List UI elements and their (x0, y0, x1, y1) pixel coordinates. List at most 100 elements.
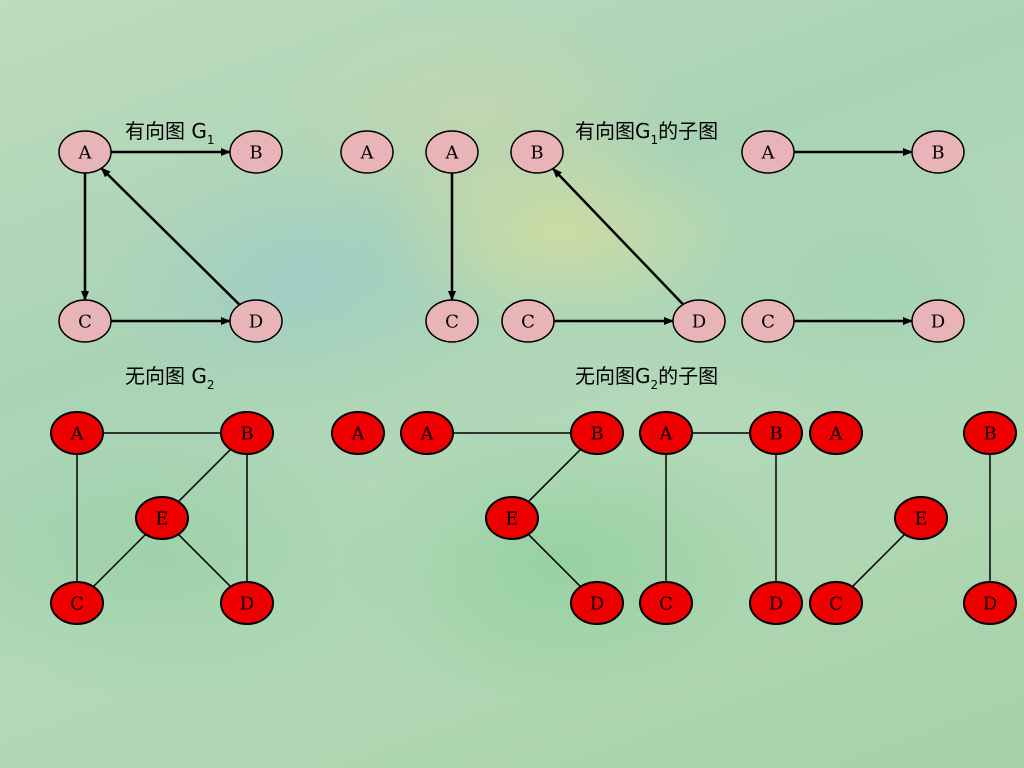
g2-node-B: B (220, 411, 274, 455)
g2-node-E-label: E (155, 509, 168, 530)
g2-sub-3-node-B: B (749, 411, 803, 455)
g1-node-C-shape (58, 299, 112, 343)
g1-sub-3-edge-D-B (552, 167, 684, 306)
g2-node-D-label: D (240, 594, 254, 615)
g2-sub-2-edge-E-D (527, 533, 582, 588)
directed-subgraphs-title: 有向图G1的子图 (575, 119, 718, 147)
g2-node-E-shape (135, 496, 189, 540)
g1-edge-D-A (100, 167, 241, 306)
g1-sub-3-node-B-label: B (530, 143, 543, 164)
g1-node-D-shape (229, 299, 283, 343)
g1-node-D-label: D (249, 312, 263, 333)
g2-sub-1-node-A-label: A (351, 424, 366, 445)
undirected-subgraphs-title: 无向图G2的子图 (575, 364, 718, 392)
g1-sub-2-node-C-label: C (445, 312, 459, 333)
g1-node-A-label: A (78, 143, 93, 164)
g2-sub-4-node-A-label: A (829, 424, 844, 445)
g2-sub-5-node-B: B (963, 411, 1017, 455)
g1-sub-4-node-B-label: B (931, 143, 944, 164)
g2-node-E: E (135, 496, 189, 540)
g2-node-B-shape (220, 411, 274, 455)
g2-sub-2-node-D-label: D (590, 594, 604, 615)
g1-sub-2-node-A-label: A (445, 143, 460, 164)
g2-node-C-label: C (70, 594, 84, 615)
g1-sub-4-node-D: D (911, 299, 965, 343)
g1-sub-4-node-D-shape (911, 299, 965, 343)
g1-sub-2-node-C-shape (425, 299, 479, 343)
g1-node-C-label: C (78, 312, 92, 333)
g2-sub-1-node-A: A (331, 411, 385, 455)
g1-sub-3-node-D-label: D (692, 312, 706, 333)
g1-node-B-label: B (249, 143, 262, 164)
g2-sub-2-node-B-shape (570, 411, 624, 455)
g1-sub-4-node-A-shape (741, 130, 795, 174)
g1-sub-4-node-A-label: A (761, 143, 776, 164)
g2-sub-3-node-D: D (749, 581, 803, 625)
g2-sub-4-node-E-label: E (914, 509, 927, 530)
g2-sub-4-node-C-label: C (829, 594, 843, 615)
undirected-graph-title: 无向图 G2 (125, 364, 215, 392)
g2-sub-5-node-B-shape (963, 411, 1017, 455)
g2-sub-4-node-E: E (894, 496, 948, 540)
g2-sub-3-node-B-shape (749, 411, 803, 455)
g2-sub-3-node-C-label: C (659, 594, 673, 615)
g2-sub-2-node-B-label: B (590, 424, 603, 445)
g2-sub-2-node-E: E (485, 496, 539, 540)
g2-sub-1-node-A-shape (331, 411, 385, 455)
g2-node-B-label: B (240, 424, 253, 445)
g2-sub-5-node-D: D (963, 581, 1017, 625)
g2-sub-4-node-E-shape (894, 496, 948, 540)
g2-sub-3-node-B-label: B (769, 424, 782, 445)
g1-sub-1-node-A: A (340, 130, 394, 174)
g2-sub-4-node-C: C (809, 581, 863, 625)
g2-sub-5-node-D-label: D (983, 594, 997, 615)
g2-sub-2-node-D-shape (570, 581, 624, 625)
g1-node-C: C (58, 299, 112, 343)
g2-edge-E-C (92, 533, 147, 588)
g2-sub-4-node-A: A (809, 411, 863, 455)
g2-sub-3-node-D-label: D (769, 594, 783, 615)
g1-sub-4-node-C: C (741, 299, 795, 343)
g1-node-B-shape (229, 130, 283, 174)
g2-node-C-shape (50, 581, 104, 625)
g2-node-A-label: A (70, 424, 85, 445)
g1-sub-3-node-C-shape (501, 299, 555, 343)
g2-node-A: A (50, 411, 104, 455)
g2-sub-3-node-C-shape (639, 581, 693, 625)
g1-sub-1-node-A-label: A (360, 143, 375, 164)
g2-sub-3-node-C: C (639, 581, 693, 625)
g2-sub-3-node-A-shape (639, 411, 693, 455)
g2-sub-2-node-A-shape (400, 411, 454, 455)
g1-sub-3-node-C: C (501, 299, 555, 343)
g2-edge-E-D (177, 533, 232, 588)
g2-node-A-shape (50, 411, 104, 455)
g2-sub-2-node-E-shape (485, 496, 539, 540)
g2-sub-3-node-A: A (639, 411, 693, 455)
g2-sub-2-node-E-label: E (505, 509, 518, 530)
g2-sub-2-node-B: B (570, 411, 624, 455)
g1-node-B: B (229, 130, 283, 174)
g2-sub-2-node-A: A (400, 411, 454, 455)
g1-sub-4-node-B: B (911, 130, 965, 174)
g2-sub-5-node-D-shape (963, 581, 1017, 625)
g1-sub-3-node-B-shape (510, 130, 564, 174)
g1-node-D: D (229, 299, 283, 343)
edges-layer (76, 148, 991, 588)
g2-node-C: C (50, 581, 104, 625)
g2-sub-5-node-B-label: B (983, 424, 996, 445)
g2-node-D: D (220, 581, 274, 625)
g1-sub-2-node-C: C (425, 299, 479, 343)
g1-node-A-shape (58, 130, 112, 174)
g1-sub-4-node-C-label: C (761, 312, 775, 333)
g2-sub-2-node-D: D (570, 581, 624, 625)
g2-sub-4-node-A-shape (809, 411, 863, 455)
g2-node-D-shape (220, 581, 274, 625)
g1-sub-3-node-D: D (672, 299, 726, 343)
g1-sub-3-node-B: B (510, 130, 564, 174)
g1-sub-2-node-A: A (425, 130, 479, 174)
nodes-layer: A B C D A A C B C D A B C D A B C D E A A B E D A B C D A E C B D (50, 130, 1017, 625)
g1-node-A: A (58, 130, 112, 174)
g1-sub-1-node-A-shape (340, 130, 394, 174)
directed-graph-title: 有向图 G1 (125, 119, 215, 147)
